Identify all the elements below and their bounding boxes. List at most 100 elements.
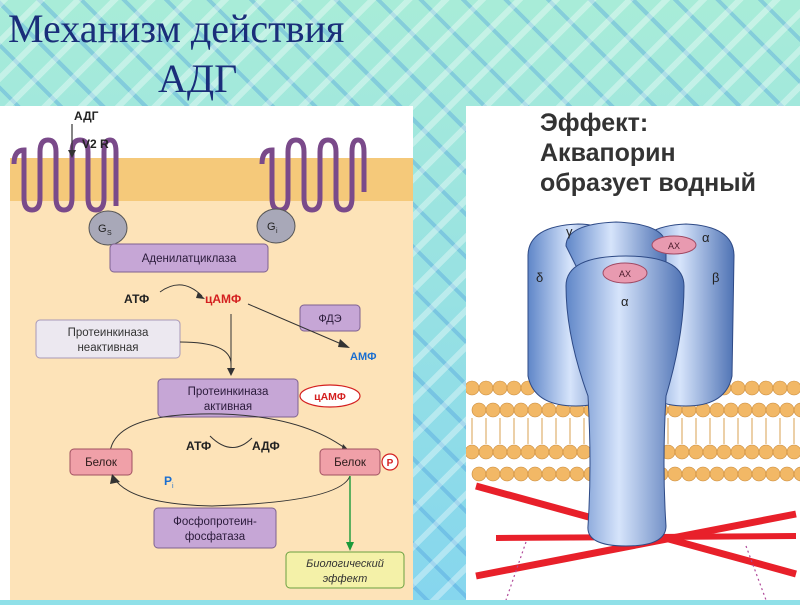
lipid-head (541, 466, 557, 482)
protein-left-label: Белок (85, 457, 118, 469)
gamma-label: γ (566, 224, 573, 239)
amp-label: АМФ (350, 351, 377, 363)
signaling-svg: АДГ V2 R G S G i Аденилатциклаза АТФ цАМ… (10, 109, 413, 600)
cell-membrane (10, 158, 413, 201)
beta-label: β (712, 270, 719, 285)
effect-arrowhead (346, 542, 354, 551)
lipid-head (576, 444, 592, 460)
lipid-head (464, 380, 480, 396)
protein-right-label: Белок (334, 457, 367, 469)
lipid-head (513, 466, 529, 482)
lipid-head (471, 402, 487, 418)
lipid-head (709, 402, 725, 418)
lipid-head (793, 466, 800, 482)
lipid-head (723, 402, 739, 418)
lipid-head (464, 444, 480, 460)
adenylate-cyclase-label: Аденилатциклаза (142, 253, 237, 265)
gs-protein (88, 210, 128, 246)
v2-receptor (11, 137, 119, 213)
lipid-head (744, 444, 760, 460)
phosphatase-label-1: Фосфопротеин- (173, 516, 257, 528)
lipid-head (506, 380, 522, 396)
lipid-head (527, 466, 543, 482)
camp-badge-label: цАМФ (314, 391, 346, 403)
phosphorylation-arc (109, 413, 351, 453)
signaling-diagram: АДГ V2 R G S G i Аденилатциклаза АТФ цАМ… (0, 106, 413, 600)
camp-amp-arrowhead (338, 339, 350, 348)
bio-effect-label-1: Биологический (306, 558, 384, 570)
receptor-label: V2 R (82, 137, 109, 151)
lipid-head (688, 444, 704, 460)
phosphatase-label-2: фосфатаза (185, 531, 246, 543)
dephosphorylation-arrowhead (110, 474, 120, 484)
lipid-head (499, 402, 515, 418)
lipid-head (513, 402, 529, 418)
ax-cap-front (602, 262, 648, 284)
lipid-head (737, 466, 753, 482)
hormone-label: АДГ (74, 109, 99, 123)
lipid-head (716, 444, 732, 460)
lipid-head (485, 466, 501, 482)
lipid-head (709, 466, 725, 482)
lipid-head (744, 380, 760, 396)
pi-label: P (164, 474, 172, 488)
lipid-head (793, 402, 800, 418)
phosphatase-box (153, 507, 277, 549)
lipid-head (667, 466, 683, 482)
lipid-head (562, 444, 578, 460)
lipid-head (730, 444, 746, 460)
ax-cap-back (651, 235, 697, 255)
camp-badge (299, 384, 361, 408)
lipid-head (674, 444, 690, 460)
lipid-head (695, 466, 711, 482)
pk-activation-arrowhead (227, 368, 235, 376)
aquaporin-svg: AX AX γ α δ β α (464, 221, 800, 601)
lipid-head (758, 380, 774, 396)
pk-active-label-2: активная (204, 401, 252, 413)
bio-effect-label-2: эффект (323, 573, 368, 585)
pk-inactive-box (35, 319, 181, 359)
effect-caption: Эффект: Аквапорин образует водный (540, 109, 757, 197)
atp-camp-arrowhead (196, 292, 205, 299)
pk-inactive-label-1: Протеинкиназа (68, 327, 149, 339)
lipid-head (772, 444, 788, 460)
lipid-head (527, 402, 543, 418)
delta-label: δ (536, 270, 543, 285)
lipid-head (779, 402, 795, 418)
lipid-head (478, 380, 494, 396)
atp-adp-curve (209, 435, 253, 448)
lipid-head (492, 444, 508, 460)
lipid-head (751, 466, 767, 482)
gi-label: G (267, 221, 276, 233)
gi-subscript: i (276, 228, 278, 235)
lipid-bilayer (464, 380, 800, 482)
ax-label-back: AX (668, 241, 680, 251)
lipid-head (765, 466, 781, 482)
gi-protein (256, 208, 296, 244)
camp-amp-arrow (247, 303, 347, 347)
lipid-head (765, 402, 781, 418)
adenylate-cyclase-box (109, 243, 269, 273)
alpha-top-label: α (702, 230, 710, 245)
lipid-head (723, 466, 739, 482)
spectrin-strand-left (505, 541, 527, 601)
lipid-head (506, 444, 522, 460)
pk-activation-curve (179, 341, 232, 365)
page-title: Механизм действия АДГ (8, 6, 345, 101)
pde-label: ФДЭ (318, 313, 341, 325)
alpha-front-label: α (621, 294, 629, 309)
lipid-head (471, 466, 487, 482)
protein-right-box (319, 448, 381, 476)
aquaporin-panel: AX AX γ α δ β α (464, 106, 800, 601)
atp-label: АТФ (124, 292, 149, 306)
gs-subscript: S (107, 230, 112, 237)
lipid-head (569, 466, 585, 482)
phosphate-label: P (387, 458, 394, 469)
lipid-head (758, 444, 774, 460)
hormone-arrowhead (68, 150, 76, 158)
lipid-head (702, 444, 718, 460)
adp-label: АДФ (252, 439, 280, 453)
pk-active-box (157, 378, 299, 418)
pk-active-label-1: Протеинкиназа (188, 386, 269, 398)
subunit-alpha-front (565, 255, 685, 547)
